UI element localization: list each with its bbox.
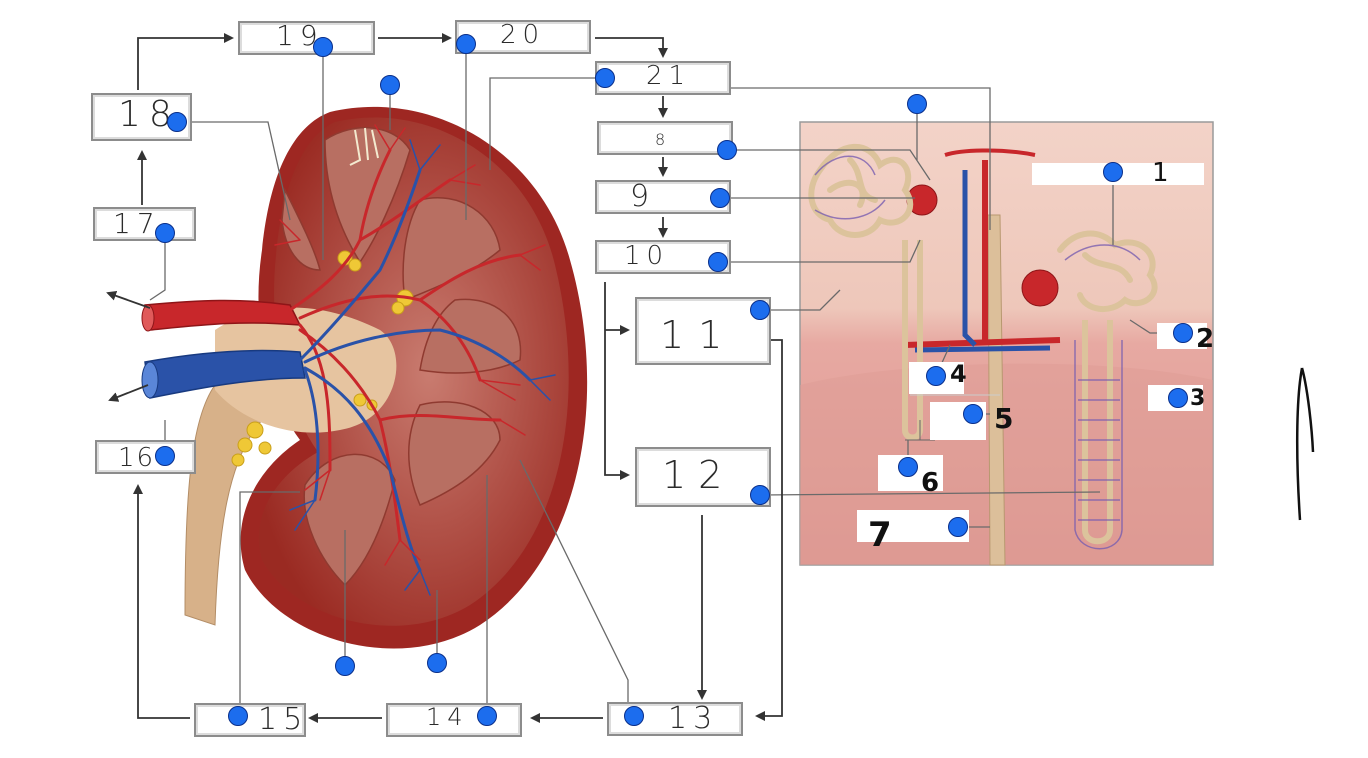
drop-target-nephron[interactable]	[907, 94, 927, 114]
arcuate-vein	[915, 348, 1050, 350]
drop-target-capsule[interactable]	[427, 653, 447, 673]
bracket-mark	[1297, 368, 1313, 520]
drop-target-2[interactable]	[1173, 323, 1193, 343]
drop-target-3[interactable]	[1168, 388, 1188, 408]
drop-target-9[interactable]	[710, 188, 730, 208]
drop-target-17[interactable]	[155, 223, 175, 243]
label-number-7: 7	[868, 518, 892, 552]
label-number-4: 4	[950, 362, 967, 386]
drop-target-14[interactable]	[477, 706, 497, 726]
drop-target-1[interactable]	[1103, 162, 1123, 182]
label-number-2: 2	[1196, 326, 1214, 352]
label-number-16: 16	[118, 445, 155, 471]
label-number-20: 20	[500, 22, 545, 48]
drop-target-20[interactable]	[456, 34, 476, 54]
drop-target-15[interactable]	[228, 706, 248, 726]
drop-target-19[interactable]	[313, 37, 333, 57]
label-number-14: 14	[426, 705, 469, 729]
label-number-10: 10	[624, 243, 669, 269]
label-number-8: 8	[655, 132, 671, 148]
label-number-5: 5	[994, 405, 1013, 433]
drop-target-16[interactable]	[155, 446, 175, 466]
drop-target-pyramid[interactable]	[335, 656, 355, 676]
drop-target-cortex[interactable]	[380, 75, 400, 95]
drop-target-18[interactable]	[167, 112, 187, 132]
drop-target-5[interactable]	[963, 404, 983, 424]
drop-target-13[interactable]	[624, 706, 644, 726]
drop-target-11[interactable]	[750, 300, 770, 320]
kidney-section	[142, 107, 587, 649]
drop-target-10[interactable]	[708, 252, 728, 272]
drop-target-21[interactable]	[595, 68, 615, 88]
nephron-inset	[800, 122, 1213, 565]
drop-target-8[interactable]	[717, 140, 737, 160]
drop-target-4[interactable]	[926, 366, 946, 386]
label-number-13: 13	[668, 704, 718, 734]
label-number-12: 12	[662, 456, 734, 494]
drop-target-7[interactable]	[948, 517, 968, 537]
label-number-17: 17	[113, 210, 161, 238]
glomerulus	[1022, 270, 1058, 306]
label-number-9: 9	[630, 182, 655, 212]
drop-target-12[interactable]	[750, 485, 770, 505]
label-number-21: 21	[646, 63, 691, 89]
drop-target-6[interactable]	[898, 457, 918, 477]
label-number-6: 6	[921, 470, 939, 496]
label-number-11: 11	[660, 316, 736, 354]
label-number-15: 15	[258, 705, 308, 735]
label-number-3: 3	[1190, 388, 1205, 410]
label-number-1: 1	[1152, 160, 1169, 186]
